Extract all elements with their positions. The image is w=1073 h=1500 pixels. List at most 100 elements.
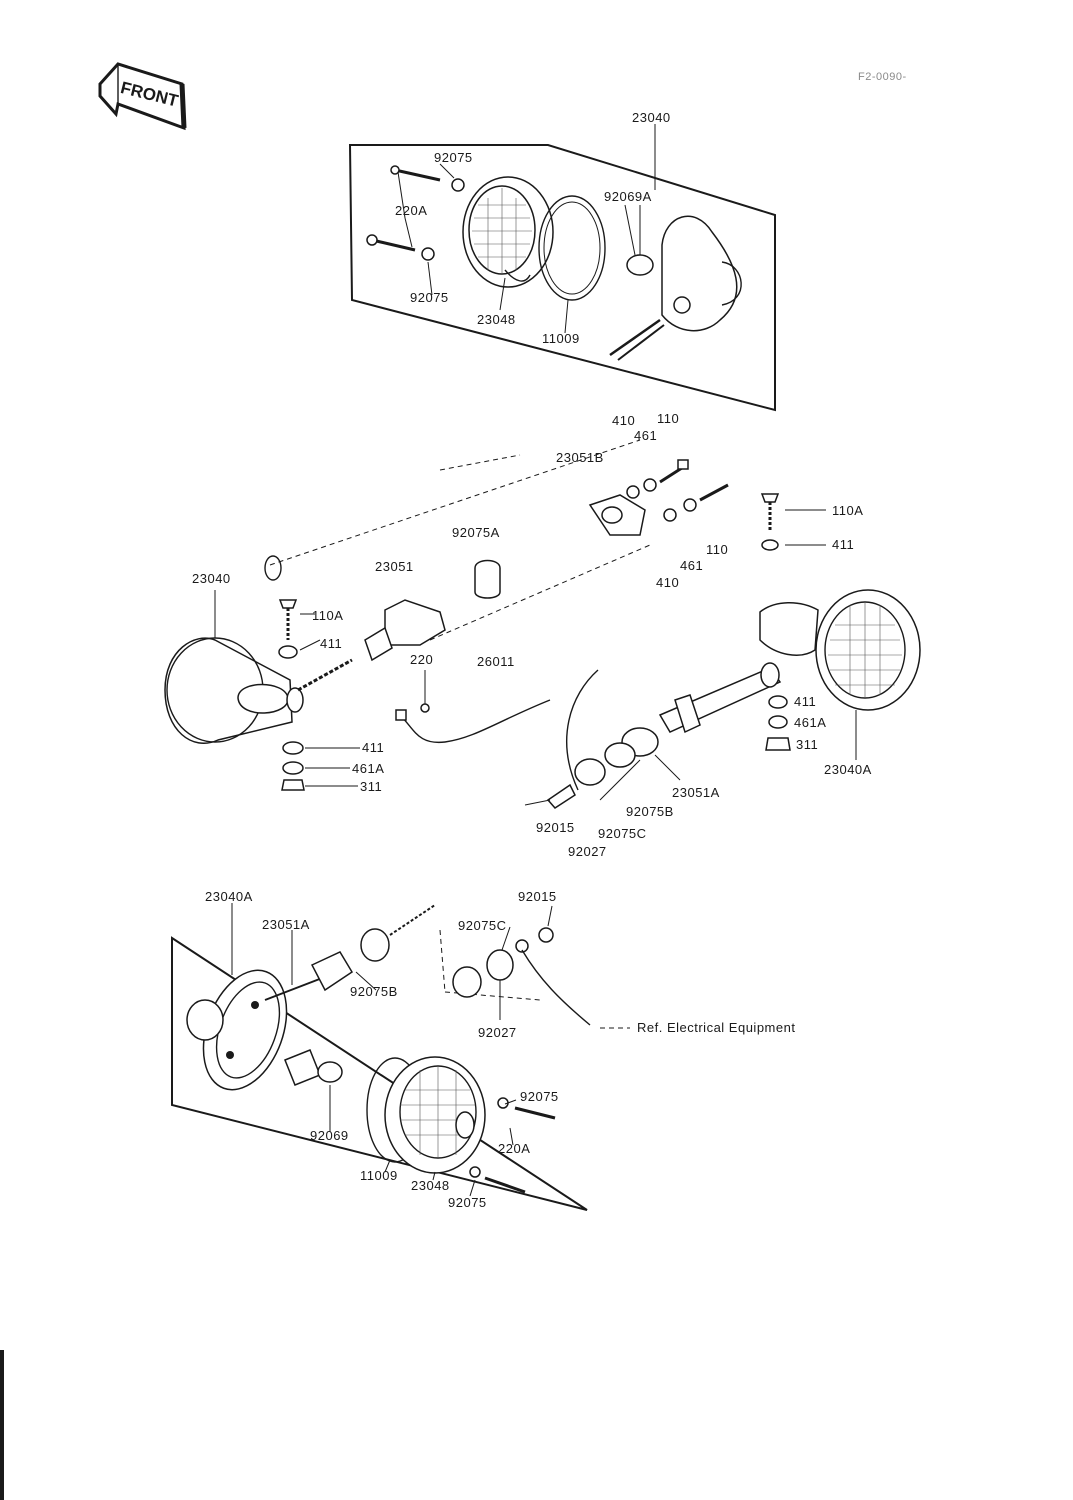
label-23048-bottom: 23048	[411, 1178, 450, 1193]
label-110A-left: 110A	[312, 608, 343, 623]
bolt-110-upper	[659, 459, 689, 484]
label-220A-top: 220A	[395, 203, 427, 218]
bottom-bulb-92069	[284, 1049, 343, 1086]
label-311-right: 311	[796, 737, 818, 752]
label-11009-bottom: 11009	[360, 1168, 398, 1183]
bottom-grommet-92075C	[452, 966, 482, 998]
bottom-terminal-92015	[515, 939, 529, 953]
top-lens-frame	[462, 176, 554, 288]
bottom-housing-23040A	[186, 969, 288, 1091]
label-92075A: 92075A	[452, 525, 500, 540]
top-nut-lower	[421, 247, 435, 261]
label-92075C-bottom: 92075C	[458, 918, 507, 933]
front-direction-badge: FRONT	[98, 62, 187, 131]
label-461A-left: 461A	[352, 761, 384, 776]
grommet-92075C-middle	[574, 758, 606, 786]
label-461-upper: 461	[634, 428, 657, 443]
label-92075C-middle: 92075C	[598, 826, 647, 841]
label-92075-top-upper: 92075	[434, 150, 473, 165]
washer-461-lower	[683, 498, 697, 512]
left-washer-411-upper	[278, 645, 298, 659]
left-stay-23051	[297, 599, 446, 692]
label-220: 220	[410, 652, 433, 667]
label-23040-left: 23040	[192, 571, 231, 586]
bottom-lens-frame-23048	[384, 1056, 486, 1174]
screw-220	[420, 670, 430, 713]
label-23040-top: 23040	[632, 110, 671, 125]
label-92075B-middle: 92075B	[626, 804, 674, 819]
cable-26011	[395, 669, 599, 791]
label-461A-right: 461A	[794, 715, 826, 730]
top-housing-shell	[609, 215, 742, 361]
label-26011: 26011	[477, 654, 515, 669]
top-gasket-ring-inner	[543, 201, 601, 295]
label-92075-bottom-lower: 92075	[448, 1195, 487, 1210]
label-92015-middle: 92015	[536, 820, 575, 835]
label-11009-top: 11009	[542, 331, 580, 346]
small-ring	[264, 555, 282, 581]
label-92075B-bottom: 92075B	[350, 984, 398, 999]
right-washer-411	[768, 695, 788, 709]
top-nut-upper	[451, 178, 465, 192]
right-washer-461A	[768, 715, 788, 729]
bracket-23051B	[588, 494, 646, 536]
bottom-assembly-frame	[171, 936, 588, 1211]
label-110A-right: 110A	[832, 503, 863, 518]
label-23051A-middle: 23051A	[672, 785, 720, 800]
label-220A-bottom: 220A	[498, 1141, 530, 1156]
scan-edge-mark	[0, 1350, 4, 1500]
top-gasket-ring	[538, 195, 606, 301]
label-92069-bottom: 92069	[310, 1128, 349, 1143]
washer-411-right-upper	[761, 539, 779, 551]
label-92015-bottom: 92015	[518, 889, 557, 904]
right-nut-311	[765, 737, 791, 751]
label-411-right-lower: 411	[794, 694, 816, 709]
top-screw-upper	[390, 165, 441, 182]
left-bolt-110A	[278, 599, 298, 640]
left-nut-311	[281, 779, 305, 791]
bottom-screw-lower	[469, 1166, 526, 1194]
bottom-grommet-92027	[486, 949, 514, 981]
washer-461-upper	[643, 478, 657, 492]
top-assembly-frame	[348, 144, 776, 412]
right-stay-23051A	[658, 662, 782, 734]
top-bulb	[626, 205, 654, 276]
label-92027-bottom: 92027	[478, 1025, 517, 1040]
label-92069A-top: 92069A	[604, 189, 652, 204]
top-screw-lower	[366, 234, 416, 252]
collar-92075A	[474, 559, 501, 599]
label-411-left: 411	[320, 636, 342, 651]
label-23051A-bottom: 23051A	[262, 917, 310, 932]
label-110-upper: 110	[657, 411, 679, 426]
bolt-110-lower	[699, 483, 729, 502]
label-23051: 23051	[375, 559, 414, 574]
washer-410-lower	[663, 508, 677, 522]
label-92075-bottom-upper: 92075	[520, 1089, 559, 1104]
label-410-upper: 410	[612, 413, 635, 428]
label-311-left: 311	[360, 779, 382, 794]
right-lamp-23040A	[759, 589, 921, 711]
left-washer-461A	[282, 761, 304, 775]
label-411-right: 411	[832, 537, 854, 552]
left-lamp-23040	[164, 637, 304, 745]
label-110-lower: 110	[706, 542, 728, 557]
label-92027-middle: 92027	[568, 844, 607, 859]
bottom-screw-upper	[497, 1097, 556, 1120]
grommet-92075B-middle	[604, 727, 659, 768]
label-461-lower: 461	[680, 558, 703, 573]
label-411-left-lower: 411	[362, 740, 384, 755]
label-ref-electrical-equipment: Ref. Electrical Equipment	[637, 1020, 795, 1035]
bottom-stay-23051A	[264, 904, 436, 1001]
washer-410-upper	[626, 485, 640, 499]
label-23040A-bottom: 23040A	[205, 889, 253, 904]
middle-guide-line	[269, 439, 641, 566]
terminal-92015-middle	[524, 783, 576, 809]
label-92075-top-lower: 92075	[410, 290, 449, 305]
bolt-110A-right	[760, 493, 780, 530]
label-23051B: 23051B	[556, 450, 604, 465]
figure-code: F2-0090-	[858, 71, 907, 83]
label-23040A-right: 23040A	[824, 762, 872, 777]
bottom-wire	[521, 949, 591, 1026]
